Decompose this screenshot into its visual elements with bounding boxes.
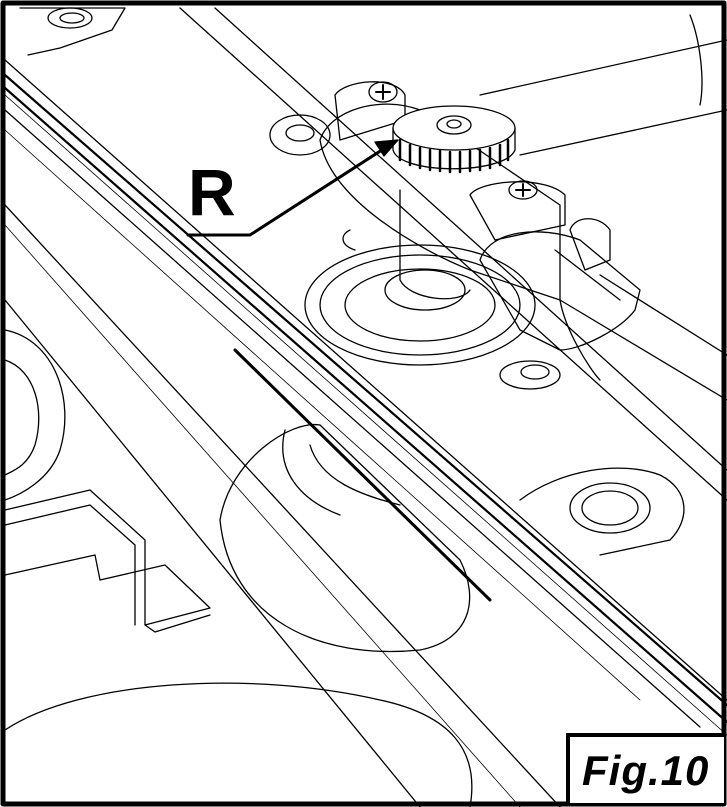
callout-leader bbox=[186, 139, 399, 237]
bent-bracket bbox=[4, 489, 211, 633]
blade-strip bbox=[3, 73, 727, 724]
shaft-body bbox=[319, 103, 561, 301]
right-clamp bbox=[469, 180, 641, 381]
lower-boss bbox=[219, 423, 471, 653]
rotor-base bbox=[304, 229, 561, 390]
right-tab bbox=[519, 467, 685, 556]
figure-caption-box: Fig.10 bbox=[566, 733, 724, 803]
left-hub bbox=[4, 329, 66, 501]
main-rail bbox=[4, 7, 727, 807]
knurled-knob bbox=[392, 105, 516, 174]
left-clamp bbox=[269, 81, 406, 156]
figure-caption: Fig.10 bbox=[582, 747, 710, 794]
top-left-tab bbox=[19, 7, 126, 56]
callout-letter-r: R bbox=[188, 155, 236, 229]
pipe bbox=[559, 274, 727, 401]
bottom-curve bbox=[4, 682, 473, 807]
top-right-tube bbox=[479, 14, 727, 156]
